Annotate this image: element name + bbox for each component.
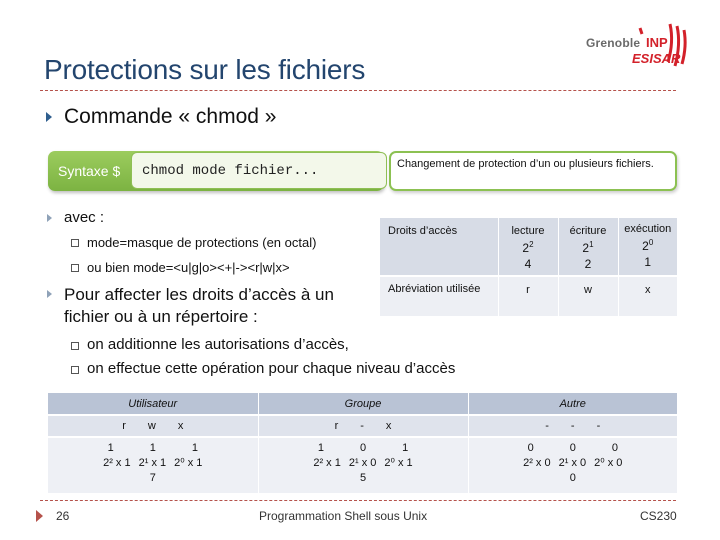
square-bullet-icon <box>71 342 79 350</box>
title-divider <box>40 90 676 91</box>
abbr-r: r <box>497 275 558 316</box>
rights-row-abbreviation: Abréviation utilisée r w x <box>380 275 677 316</box>
footer-divider <box>40 500 676 501</box>
syntax-label: Syntaxe $ <box>58 163 121 179</box>
table-header-row: Utilisateur Groupe Autre <box>48 393 677 415</box>
logo-text-inp: INP <box>646 35 668 50</box>
avec-item: mode=masque de protections (en octal) <box>87 235 317 250</box>
bullet-arrow-icon <box>47 214 52 222</box>
rights-header: Droits d’accès <box>380 218 498 276</box>
affect-item: on additionne les autorisations d’accès, <box>87 336 349 353</box>
rights-row-values: Droits d’accès lecture 22 4 écriture 21 … <box>380 218 677 276</box>
logo-stripes-icon <box>638 23 687 67</box>
affect-item: on effectue cette opération pour chaque … <box>87 360 456 377</box>
logo-text-grenoble: Grenoble <box>586 36 641 50</box>
header-autre: Autre <box>467 393 677 415</box>
rights-col-execution: exécution 20 1 <box>617 218 677 276</box>
square-bullet-icon <box>71 264 79 272</box>
rights-table: Droits d’accès lecture 22 4 écriture 21 … <box>380 218 677 316</box>
rights-col-ecriture: écriture 21 2 <box>557 218 618 276</box>
grenoble-inp-esisar-logo: Grenoble INP ESISAR <box>582 20 694 80</box>
header-utilisateur: Utilisateur <box>48 393 258 415</box>
logo-text-esisar: ESISAR <box>632 51 681 66</box>
abbr-label: Abréviation utilisée <box>380 275 498 316</box>
square-bullet-icon <box>71 366 79 374</box>
page-title: Protections sur les fichiers <box>44 54 366 85</box>
footer-arrow-icon <box>36 510 43 522</box>
bullet-arrow-icon <box>46 112 52 122</box>
abbr-x: x <box>617 275 677 316</box>
affect-line1: Pour affecter les droits d’accès à un <box>64 285 334 304</box>
abbr-w: w <box>557 275 618 316</box>
page-number: 26 <box>56 509 70 523</box>
bullet-chmod: Commande « chmod » <box>64 105 277 128</box>
square-bullet-icon <box>71 239 79 247</box>
bullet-arrow-icon <box>47 290 52 298</box>
syntax-command: chmod mode fichier... <box>131 152 387 189</box>
rights-col-lecture: lecture 22 4 <box>497 218 558 276</box>
perm-cell-other: --- <box>467 414 677 437</box>
avec-item: ou bien mode=<u|g|o><+|-><r|w|x> <box>87 260 290 275</box>
perm-cell-group: r-x <box>257 414 468 437</box>
footer-course-code: CS230 <box>640 509 677 523</box>
avec-label: avec : <box>64 209 105 226</box>
header-groupe: Groupe <box>257 393 468 415</box>
affect-line2: fichier ou à un répertoire : <box>64 307 258 326</box>
syntax-description: Changement de protection d’un ou plusieu… <box>389 151 677 191</box>
footer-course-title: Programmation Shell sous Unix <box>259 509 428 523</box>
